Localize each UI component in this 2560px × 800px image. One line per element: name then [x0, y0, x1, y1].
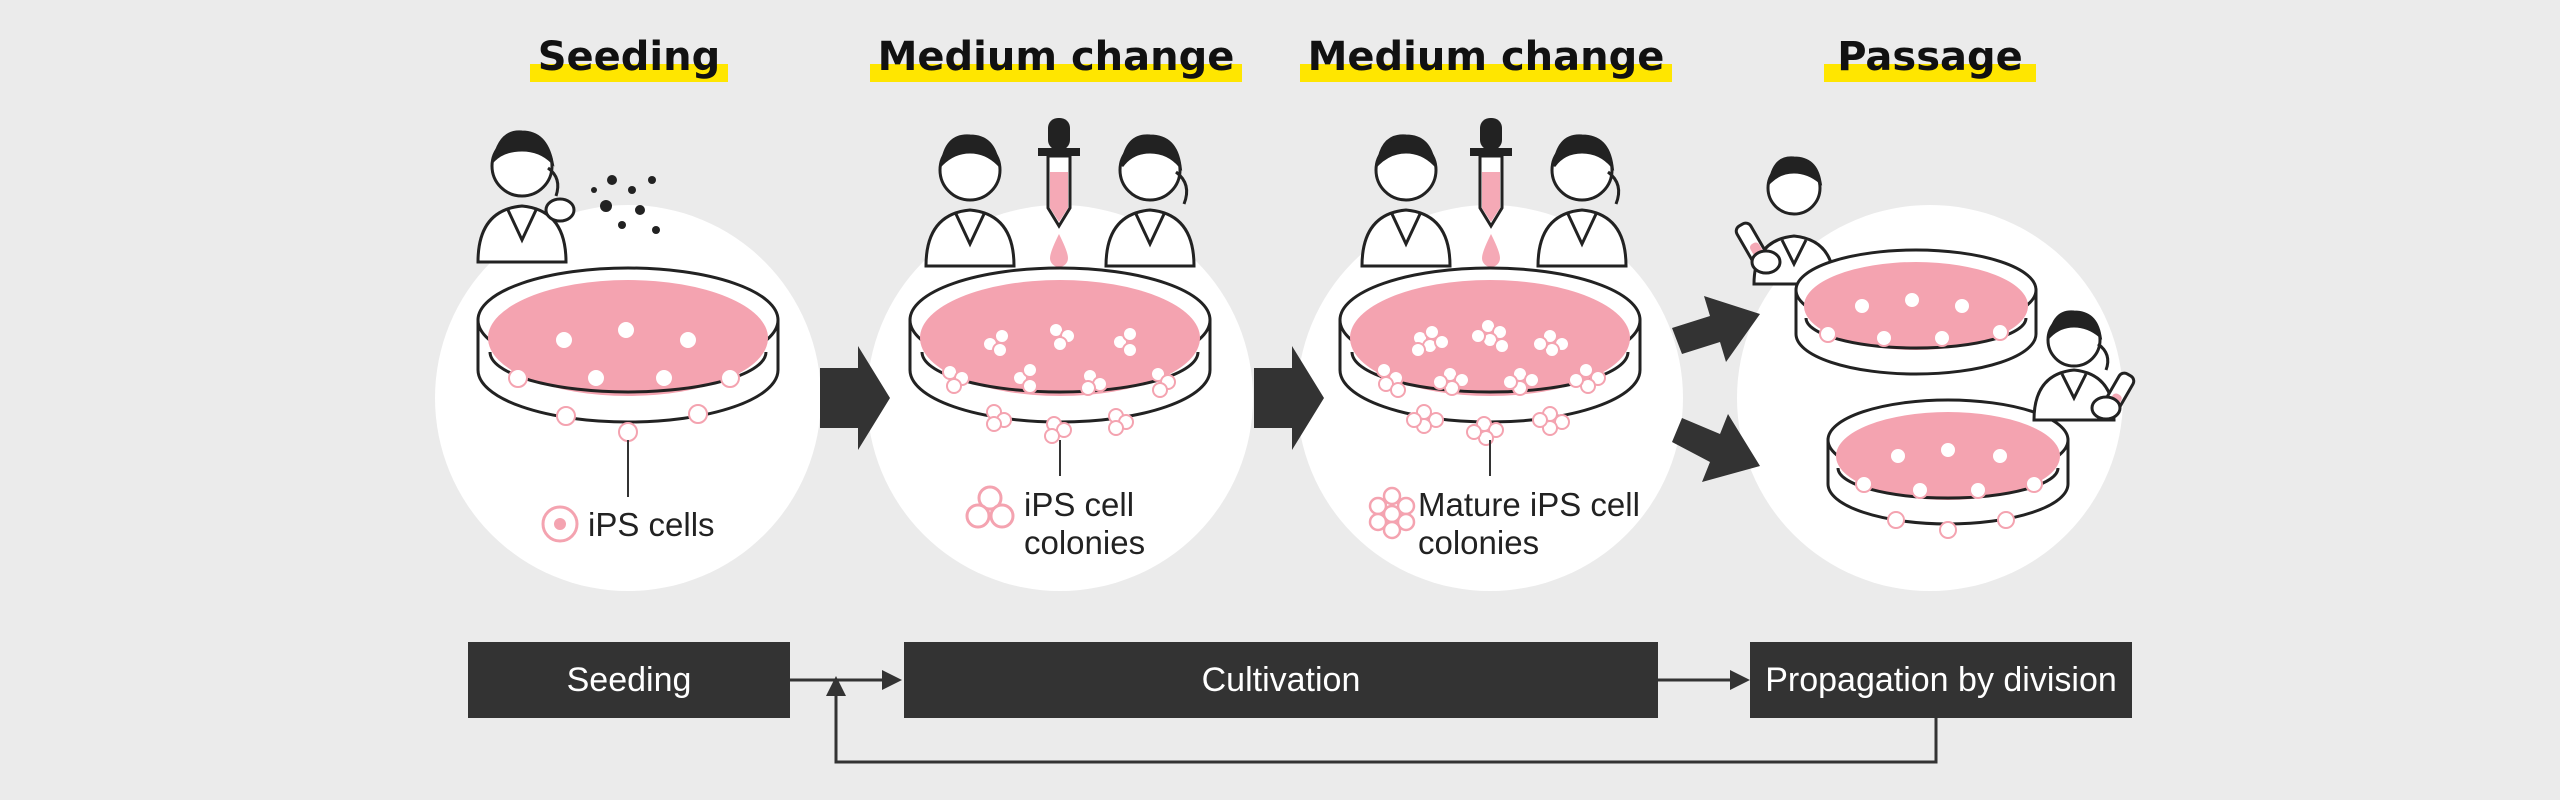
petri-dish-passage-lower — [1826, 398, 2070, 539]
arrow-right-icon — [1254, 346, 1324, 450]
step-title-medium-change-1: Medium change — [870, 28, 1242, 86]
dropper-icon — [1038, 118, 1080, 267]
step-title-passage: Passage — [1824, 28, 2036, 86]
test-tube-icon — [2090, 371, 2136, 421]
scientist-icon — [924, 134, 1016, 268]
step-title-medium-change-2: Medium change — [1300, 28, 1672, 86]
petri-dish-seeding — [476, 266, 780, 442]
scientist-icon — [476, 130, 576, 264]
ips-cell-icon — [541, 505, 579, 543]
scientist-icon — [1360, 134, 1452, 268]
label-ips-cell-colonies: iPS cell colonies — [1024, 486, 1146, 561]
mature-colony-icon — [1368, 486, 1416, 540]
arrow-up-right-icon — [1672, 296, 1760, 362]
scientist-icon — [1104, 134, 1196, 268]
petri-dish-colonies — [908, 266, 1212, 444]
dropper-icon — [1470, 118, 1512, 267]
petri-dish-mature — [1338, 266, 1642, 446]
arrow-right-icon — [820, 346, 890, 450]
step-title-seeding: Seeding — [530, 28, 728, 86]
test-tube-icon — [1734, 221, 1782, 275]
arrow-down-right-icon — [1672, 414, 1760, 482]
flow-arrowheads — [826, 670, 1750, 696]
colony-icon — [965, 485, 1015, 529]
label-ips-cells: iPS cells — [588, 506, 715, 543]
flow-box-cultivation: Cultivation — [904, 642, 1658, 718]
scientist-icon — [1536, 134, 1628, 268]
flow-box-propagation: Propagation by division — [1750, 642, 2132, 718]
flow-box-seeding: Seeding — [468, 642, 790, 718]
petri-dish-passage-upper — [1794, 248, 2038, 376]
seeding-cells-icon — [591, 175, 660, 234]
label-mature-colonies: Mature iPS cell colonies — [1418, 486, 1640, 561]
